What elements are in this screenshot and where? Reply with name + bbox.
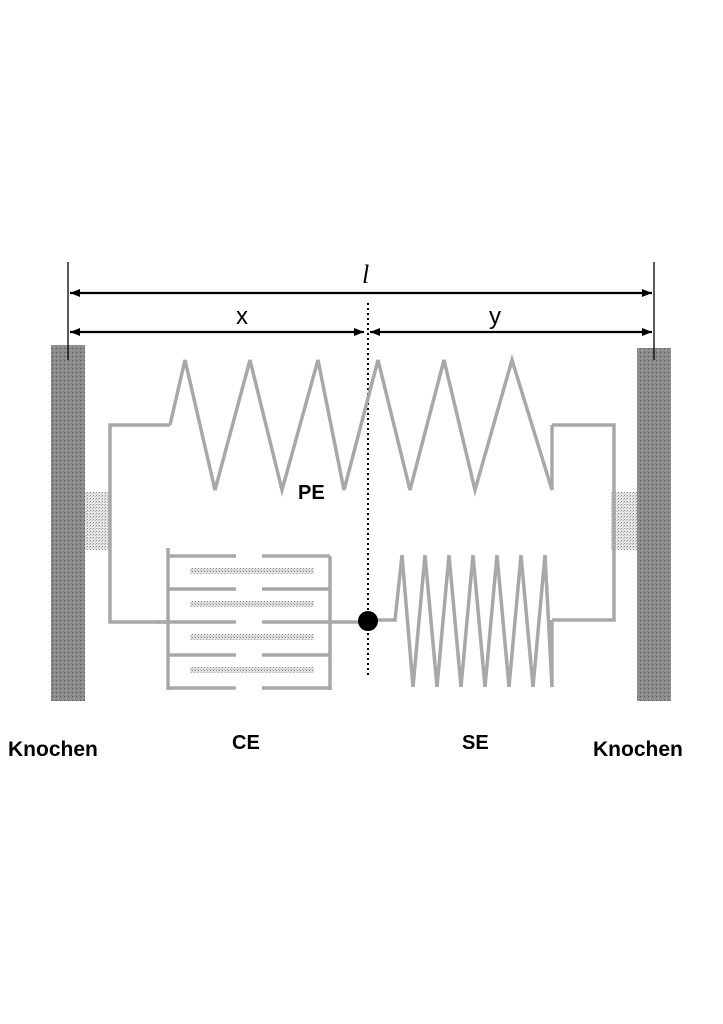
se-label: SE (462, 732, 489, 754)
series-element-spring (368, 554, 554, 688)
left-bone (51, 345, 85, 701)
connection-frame (108, 423, 616, 624)
left-bone-label: Knochen (8, 738, 98, 761)
junction-node (358, 611, 378, 631)
contractile-element (155, 548, 360, 690)
left-tendon-attachment (85, 492, 110, 550)
pe-label: PE (298, 482, 325, 504)
parallel-element-spring (168, 353, 554, 497)
right-bone-label: Knochen (593, 738, 683, 761)
ce-label: CE (232, 732, 260, 754)
total-length-label: l (362, 260, 369, 289)
y-length-label: y (489, 303, 501, 330)
right-bone (637, 348, 671, 701)
x-length-label: x (236, 303, 248, 330)
